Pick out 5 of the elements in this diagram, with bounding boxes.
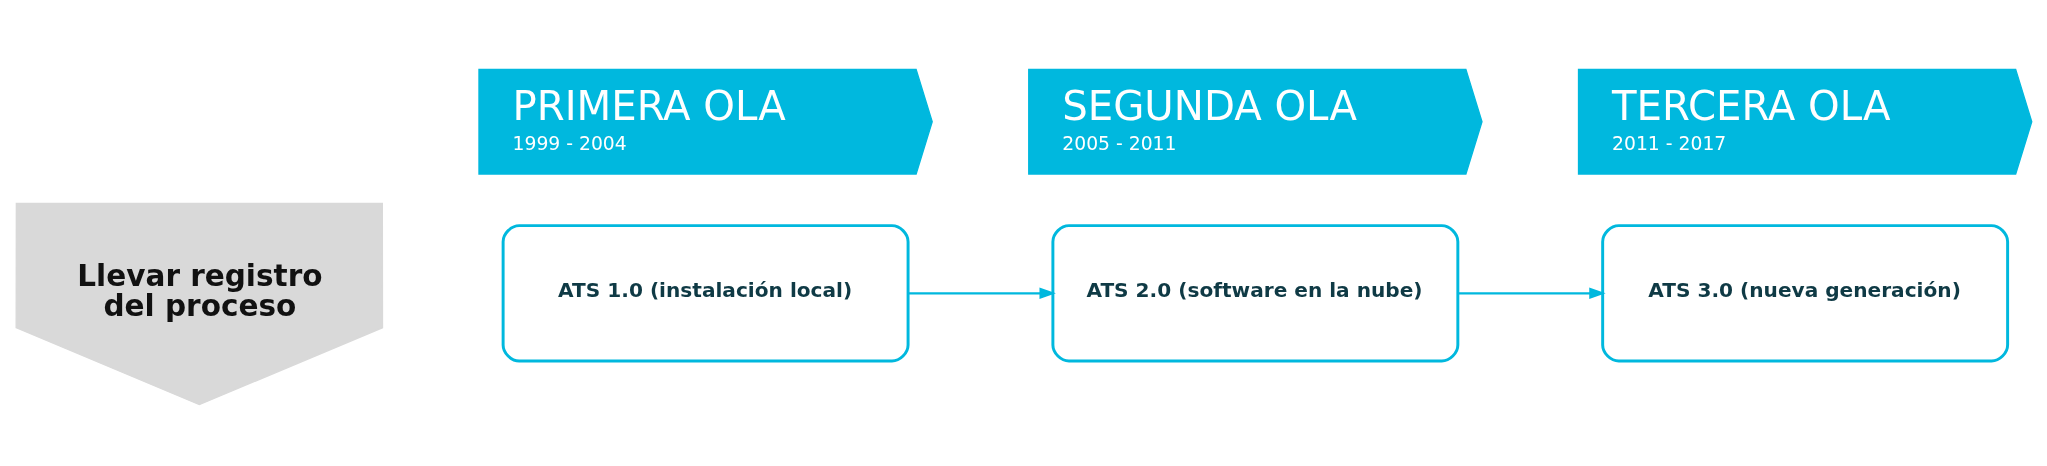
node-box: ATS 1.0 (instalación local) [501, 224, 910, 363]
node-box: ATS 3.0 (nueva generación) [1600, 224, 2009, 363]
arrow [1457, 287, 1606, 300]
node-box: ATS 2.0 (software en la nube) [1050, 224, 1459, 363]
arrow [907, 287, 1056, 300]
